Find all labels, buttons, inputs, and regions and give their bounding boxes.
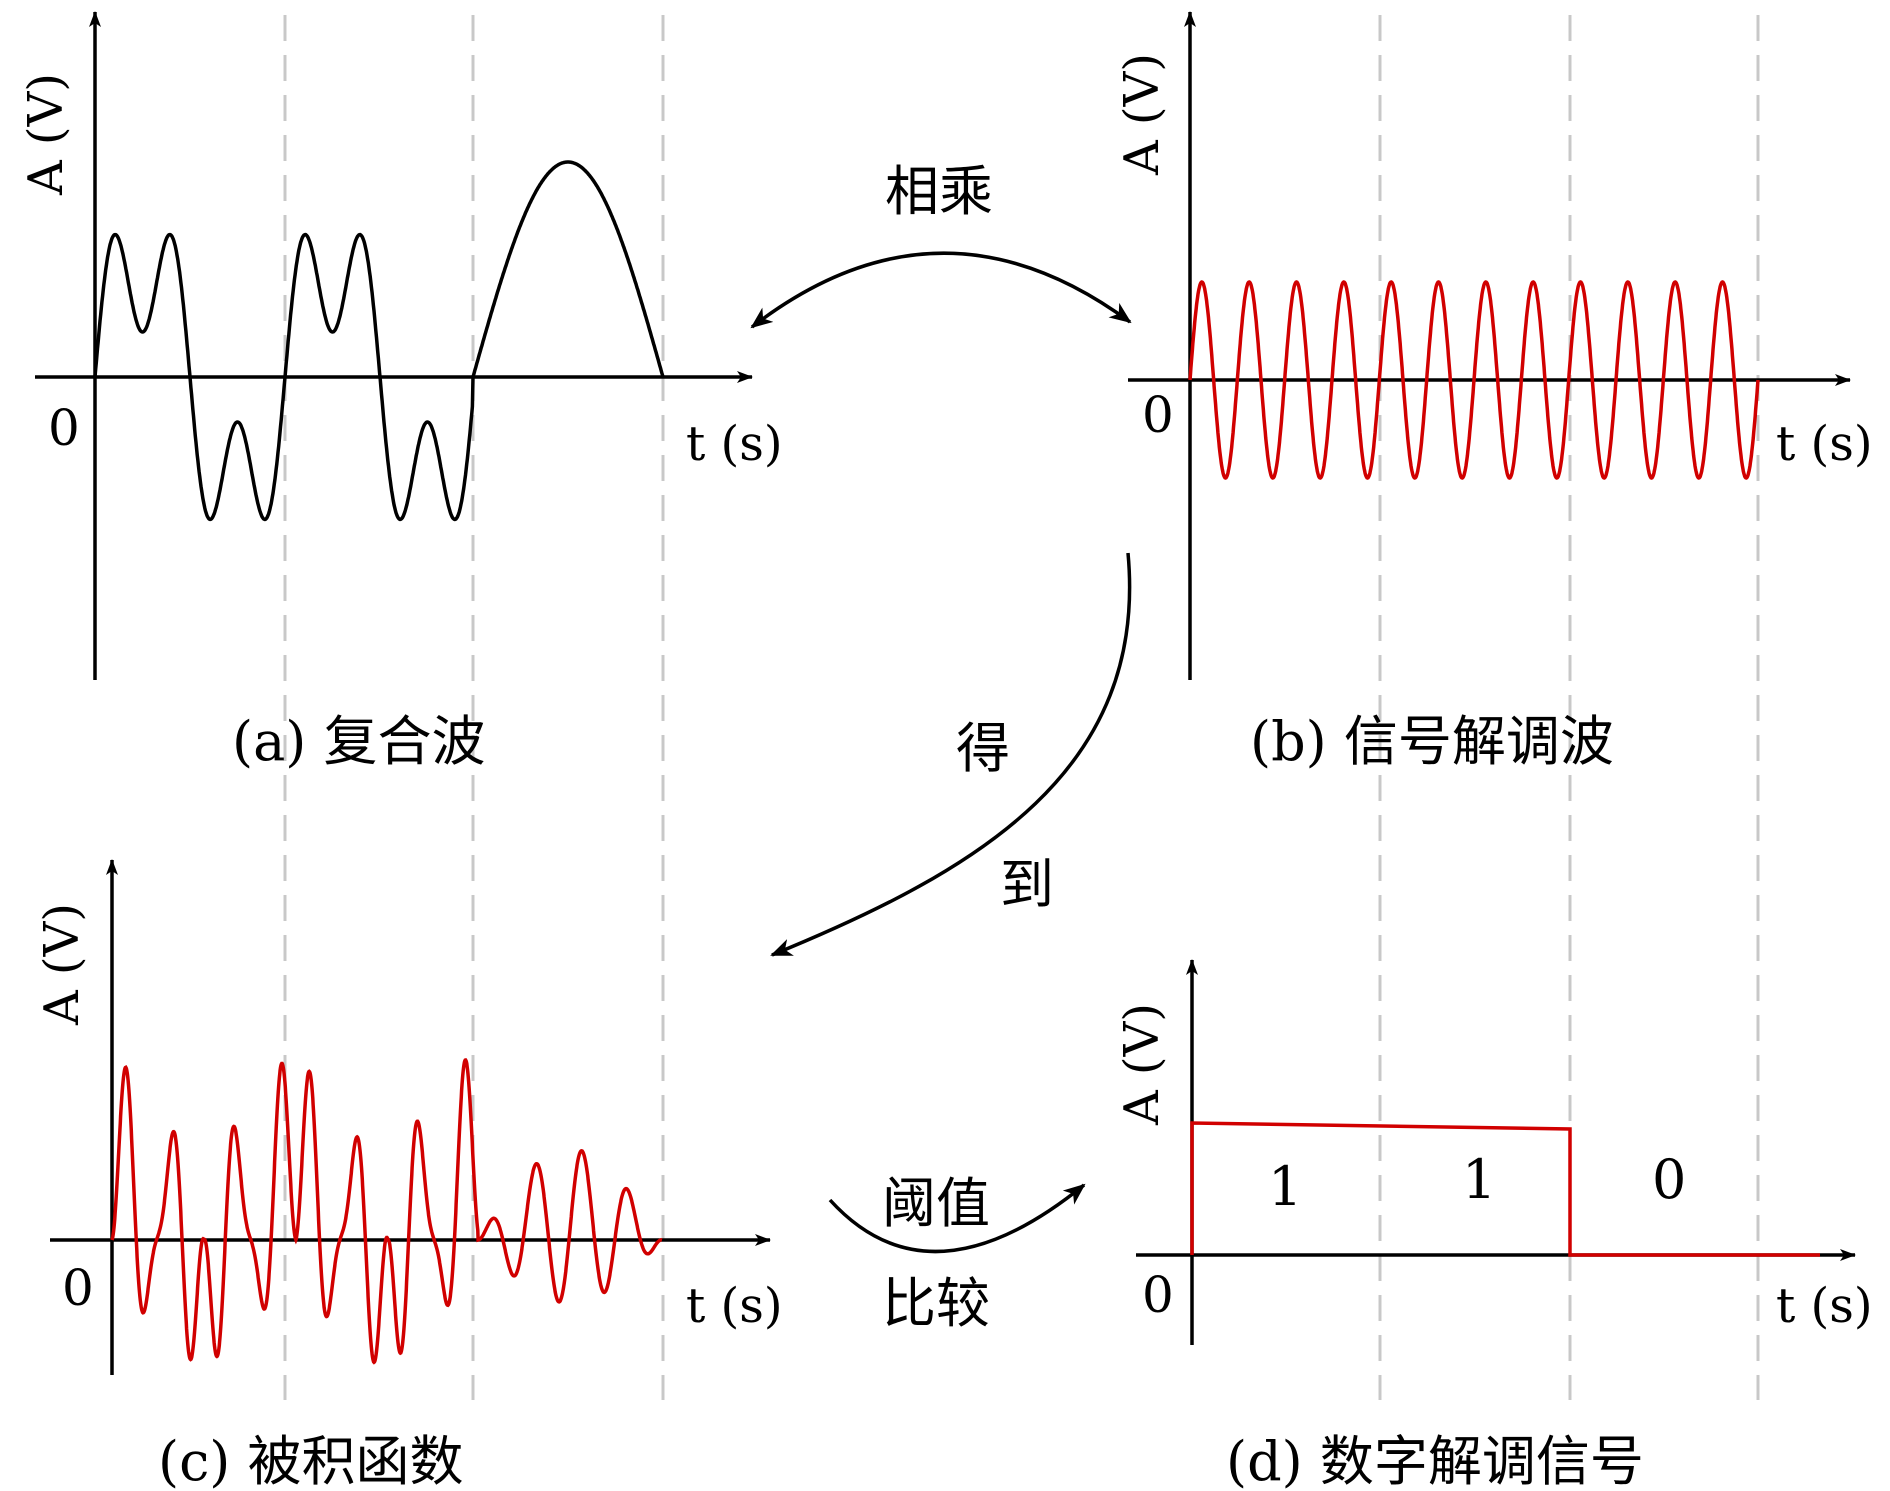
curved-arrow (770, 552, 1132, 957)
bit-label: 1 (1462, 1148, 1496, 1211)
y-axis-label: A (V) (1114, 53, 1170, 176)
origin-label: 0 (1142, 386, 1174, 444)
digital-signal (1190, 1121, 1820, 1257)
origin-label: 0 (1142, 1266, 1174, 1324)
threshold-label-1: 阈值 (882, 1172, 990, 1235)
grid-lines (283, 15, 1760, 1400)
panel-caption: (d) 数字解调信号 (1226, 1430, 1644, 1491)
y-axis-label: A (V) (1114, 1003, 1170, 1126)
demodulation-carrier-wave (1188, 280, 1760, 480)
obtain-arrow: 得 到 (770, 552, 1132, 957)
threshold-arrow: 阈值 比较 (828, 1172, 1086, 1335)
panel-a: A (V) t (s) 0 (a) 复合波 (18, 11, 783, 773)
panel-caption: (b) 信号解调波 (1250, 710, 1614, 773)
bit-label: 1 (1268, 1155, 1302, 1218)
curved-arrow (828, 1183, 1086, 1254)
double-headed-arrow (750, 251, 1132, 329)
panel-caption: (c) 被积函数 (158, 1430, 464, 1491)
obtain-label-1: 得 (956, 717, 1010, 780)
panel-b: A (V) t (s) 0 (b) 信号解调波 (1114, 11, 1873, 773)
obtain-label-2: 到 (1000, 853, 1054, 916)
x-axis-label: t (s) (686, 1278, 783, 1334)
y-axis-label: A (V) (34, 903, 90, 1026)
panel-d: 1 1 0 A (V) t (s) 0 (d) 数字解调信号 (1114, 959, 1873, 1491)
x-axis-label: t (s) (1776, 1278, 1873, 1334)
panel-c: A (V) t (s) 0 (c) 被积函数 (34, 859, 783, 1491)
composite-wave (93, 160, 665, 522)
multiply-arrow: 相乘 (750, 160, 1132, 329)
integrand-wave (110, 1058, 663, 1365)
x-axis-label: t (s) (1776, 416, 1873, 472)
origin-label: 0 (48, 399, 80, 457)
bit-label: 0 (1652, 1148, 1686, 1211)
panel-caption: (a) 复合波 (232, 710, 486, 773)
x-axis-label: t (s) (686, 416, 783, 472)
multiply-label: 相乘 (885, 160, 993, 223)
threshold-label-2: 比较 (882, 1272, 990, 1335)
origin-label: 0 (62, 1259, 94, 1317)
y-axis-label: A (V) (18, 73, 74, 196)
